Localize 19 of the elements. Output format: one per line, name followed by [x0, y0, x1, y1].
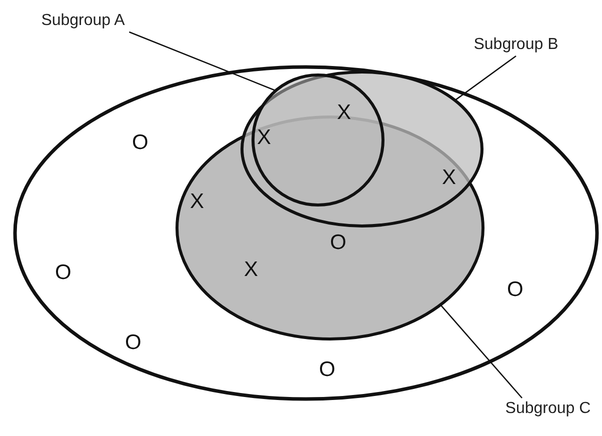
point-label: O — [132, 132, 148, 154]
point-label: O — [330, 232, 346, 254]
point-label: O — [125, 332, 142, 354]
leader-line — [440, 304, 522, 398]
population-ellipse — [13, 65, 599, 401]
leader-line — [454, 55, 516, 101]
leader-line — [128, 31, 276, 92]
point-label: O — [55, 262, 72, 284]
point-label: O — [319, 359, 336, 381]
group-label: Subgroup A — [28, 10, 138, 32]
point-label: X — [257, 127, 272, 149]
point-label: X — [190, 191, 204, 213]
point-label: X — [244, 259, 258, 281]
point-label: X — [442, 167, 456, 189]
subgroup-ellipse — [240, 70, 484, 228]
point-label: O — [507, 279, 524, 301]
group-label: Subgroup B — [466, 34, 566, 56]
group-label: Subgroup C — [496, 398, 600, 420]
point-label: X — [337, 102, 352, 124]
